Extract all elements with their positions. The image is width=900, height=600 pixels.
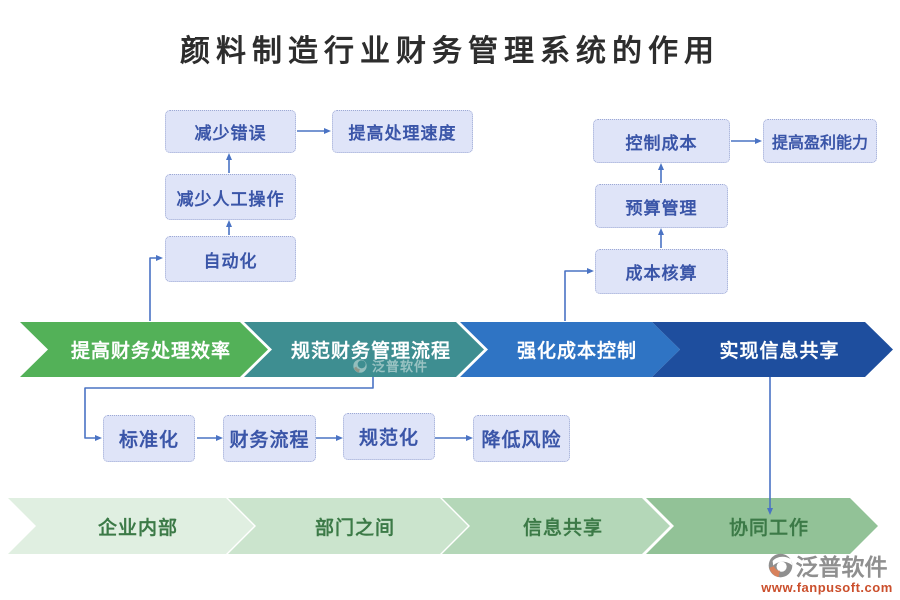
center-watermark: 泛普软件 — [352, 356, 428, 375]
node-reduce-manual: 减少人工操作 — [165, 174, 296, 220]
connector-band-efficiency-to-automation — [149, 255, 163, 321]
band-segment-label: 强化成本控制 — [516, 341, 637, 362]
main-chevron-band: 提高财务处理效率 规范财务管理流程 强化成本控制 实现信息共享 — [0, 322, 900, 377]
band-segment-departments: 部门之间 — [228, 498, 468, 554]
bottom-chevron-band: 企业内部 部门之间 信息共享 协同工作 — [0, 498, 900, 554]
page-title: 颜料制造行业财务管理系统的作用 — [180, 35, 720, 68]
band-segment-label: 信息共享 — [522, 517, 603, 539]
node-automation: 自动化 — [165, 236, 296, 282]
band-segment-label: 部门之间 — [314, 517, 395, 539]
corner-watermark-url: www.fanpusoft.com — [761, 580, 893, 595]
band-segment-efficiency: 提高财务处理效率 — [20, 322, 268, 377]
fanpu-logo-icon — [353, 358, 367, 373]
fanpu-logo-icon — [768, 553, 792, 577]
band-segment-internal: 企业内部 — [8, 498, 254, 554]
node-standardization: 标准化 — [103, 415, 195, 462]
band-segment-info-sharing: 实现信息共享 — [652, 322, 893, 377]
node-profitability: 提高盈利能力 — [763, 119, 877, 163]
node-cost-control: 控制成本 — [593, 119, 730, 163]
node-risk-reduction: 降低风险 — [473, 415, 570, 462]
connector-band-costcontrol-to-accounting — [564, 268, 594, 321]
center-watermark-brand: 泛普软件 — [372, 359, 429, 374]
band-segment-sharing: 信息共享 — [442, 498, 670, 554]
node-faster-processing: 提高处理速度 — [332, 110, 473, 153]
corner-watermark-brand: 泛普软件 — [795, 554, 888, 580]
band-segment-cost-control: 强化成本控制 — [460, 322, 680, 377]
node-reduce-errors: 减少错误 — [165, 110, 296, 153]
band-segment-label: 实现信息共享 — [719, 341, 840, 362]
band-segment-label: 协同工作 — [728, 517, 809, 539]
band-segment-label: 提高财务处理效率 — [70, 341, 231, 362]
node-financial-process: 财务流程 — [223, 415, 316, 462]
node-budget-management: 预算管理 — [595, 184, 728, 228]
corner-watermark: 泛普软件 www.fanpusoft.com — [756, 548, 898, 595]
band-segment-label: 规范财务管理流程 — [290, 341, 451, 362]
band-segment-collaboration: 协同工作 — [646, 498, 878, 554]
node-cost-accounting: 成本核算 — [595, 249, 728, 294]
node-normalization: 规范化 — [343, 413, 435, 460]
band-segment-label: 企业内部 — [97, 517, 178, 539]
